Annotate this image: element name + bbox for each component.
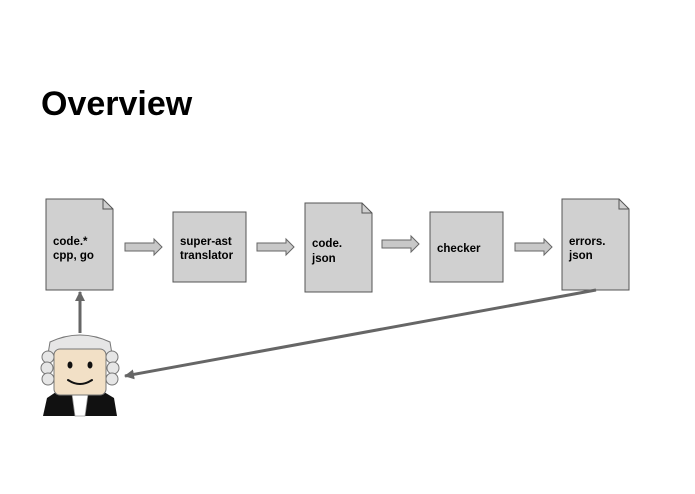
node-code-json-label-line-1: code. — [312, 238, 342, 250]
node-code-json: code. json — [304, 202, 373, 293]
node-checker-label: checker — [437, 243, 481, 255]
node-source-code-label-line-1: code.* — [53, 236, 88, 248]
judge-wig-icon — [40, 334, 120, 417]
node-translator-label-line-2: translator — [180, 250, 234, 262]
node-code-json-label-line-2: json — [311, 253, 336, 265]
node-source-code-label-line-2: cpp, go — [53, 250, 94, 262]
arrow-checker-to-errors-json — [514, 237, 553, 257]
node-errors-json-label-line-1: errors. — [569, 236, 605, 248]
node-source-code: code.* cpp, go — [45, 198, 114, 291]
node-errors-json: errors. json — [561, 198, 630, 291]
slide-title: Overview — [41, 85, 193, 123]
node-translator: super-ast translator — [172, 211, 247, 283]
arrow-translator-to-code-json — [256, 237, 295, 257]
arrow-code-json-to-checker — [381, 234, 420, 254]
arrow-errors-to-judge — [124, 288, 597, 380]
node-errors-json-label-line-2: json — [568, 250, 593, 262]
arrow-source-to-translator — [124, 237, 163, 257]
node-checker: checker — [429, 211, 504, 283]
node-translator-label-line-1: super-ast — [180, 236, 232, 248]
